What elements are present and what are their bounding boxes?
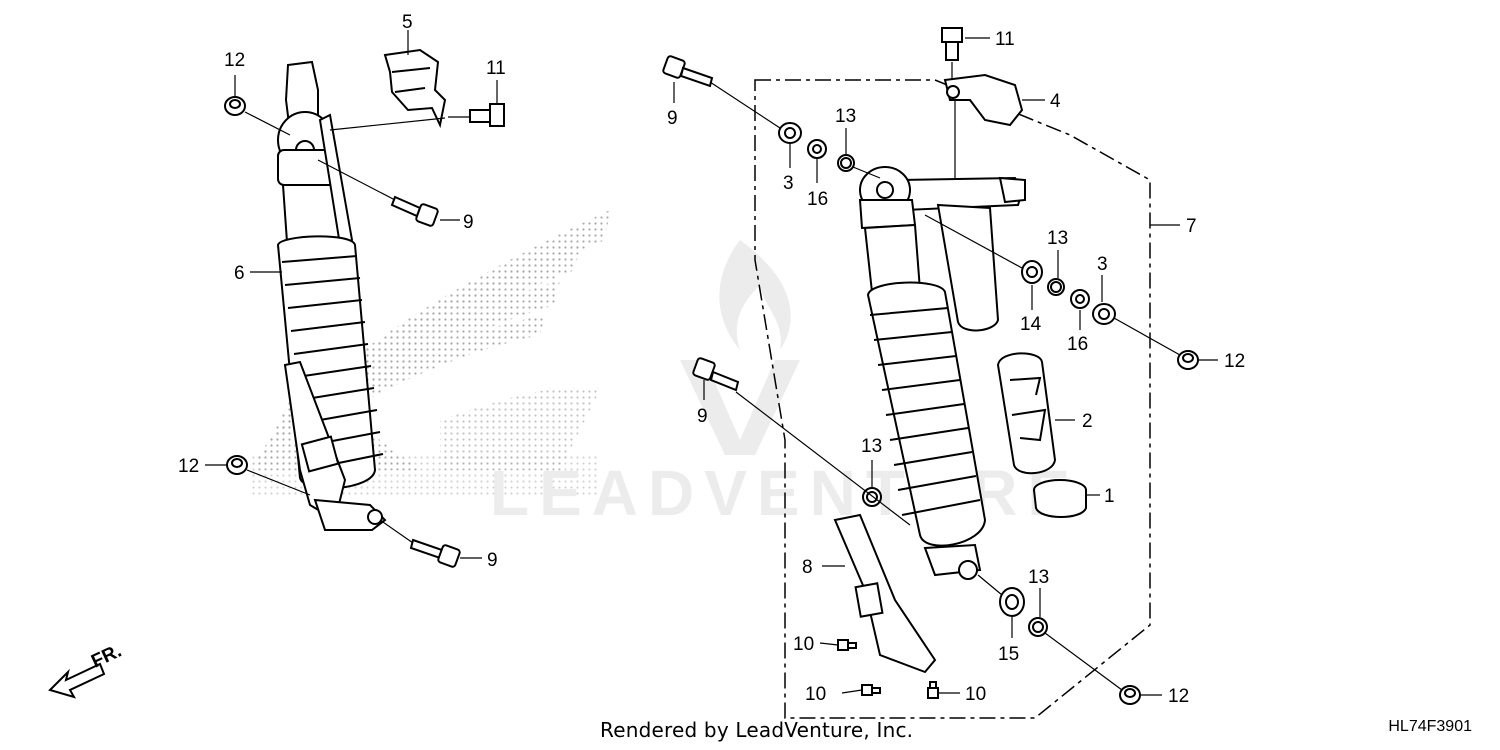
left-leader-lines	[205, 30, 498, 559]
part-15-bushing	[999, 587, 1025, 617]
part-9-bolt-left-upper	[390, 195, 439, 227]
part-5-bracket	[383, 48, 447, 129]
callout-16: 16	[1067, 334, 1088, 355]
callout-8: 8	[802, 557, 813, 578]
callout-11: 11	[486, 58, 506, 79]
callout-9: 9	[487, 550, 498, 571]
callout-13: 13	[1028, 567, 1049, 588]
part-12-nut-bottom-right	[1119, 685, 1141, 705]
callout-13: 13	[861, 436, 882, 457]
part-16-washer-mid	[1070, 289, 1090, 309]
left-shock-absorber	[276, 60, 387, 531]
callout-16: 16	[807, 189, 828, 210]
callout-3: 3	[1097, 254, 1108, 275]
part-9-bolt-right-mid	[692, 357, 740, 392]
callout-12: 12	[1224, 351, 1245, 372]
part-12-nut-mid-right	[1177, 350, 1199, 370]
part-11-bolt-right	[941, 27, 963, 61]
part-13-ring-top	[837, 154, 855, 172]
part-12-nut-top-left	[224, 96, 246, 116]
leadventure-logo-watermark	[680, 240, 800, 455]
callout-12: 12	[1168, 686, 1189, 707]
part-1-band	[1033, 479, 1087, 518]
part-10-screws	[837, 639, 939, 699]
callout-10: 10	[793, 634, 814, 655]
callout-9: 9	[667, 108, 678, 129]
callout-9: 9	[697, 406, 708, 427]
callout-9: 9	[463, 212, 474, 233]
callout-13: 13	[1047, 228, 1068, 249]
part-11-bolt-left	[469, 103, 505, 127]
callout-3: 3	[783, 173, 794, 194]
callout-7: 7	[1186, 216, 1197, 237]
part-14-bushing	[1021, 260, 1043, 284]
callout-12: 12	[178, 456, 199, 477]
callout-11: 11	[995, 29, 1015, 50]
callout-14: 14	[1020, 314, 1042, 335]
part-9-bolt-left-lower	[409, 538, 461, 568]
callout-2: 2	[1082, 411, 1093, 432]
part-9-bolt-right-top	[662, 55, 714, 88]
part-4-bracket	[943, 73, 1024, 127]
right-shock-absorber	[858, 166, 1026, 580]
diagram-code: HL74F3901	[1388, 718, 1472, 735]
callout-5: 5	[402, 12, 413, 33]
callout-15: 15	[998, 644, 1019, 665]
right-leader-lines	[673, 37, 1218, 696]
part-13-ring-mid	[1047, 278, 1065, 296]
front-direction-arrow-icon	[48, 662, 106, 699]
callout-12: 12	[224, 50, 245, 71]
callout-1: 1	[1104, 486, 1115, 507]
part-3-collar-top	[778, 122, 802, 144]
callout-4: 4	[1050, 91, 1061, 112]
part-12-nut-lower-left	[226, 455, 248, 475]
callout-6: 6	[234, 263, 245, 284]
callout-10: 10	[805, 684, 826, 705]
part-13-ring-bottom	[1028, 617, 1048, 637]
part-2-reservoir-cover	[996, 352, 1057, 475]
rendered-by-credit: Rendered by LeadVenture, Inc.	[600, 718, 914, 742]
callout-13: 13	[835, 106, 856, 127]
part-3-collar-mid	[1092, 303, 1116, 325]
part-8-guard	[833, 513, 937, 674]
part-16-washer-top	[807, 139, 827, 159]
callout-labels: 12 5 11 9 6 12 9 9 3 16 13 11 4 7 13 3 1…	[178, 12, 1245, 707]
callout-10: 10	[965, 684, 986, 705]
